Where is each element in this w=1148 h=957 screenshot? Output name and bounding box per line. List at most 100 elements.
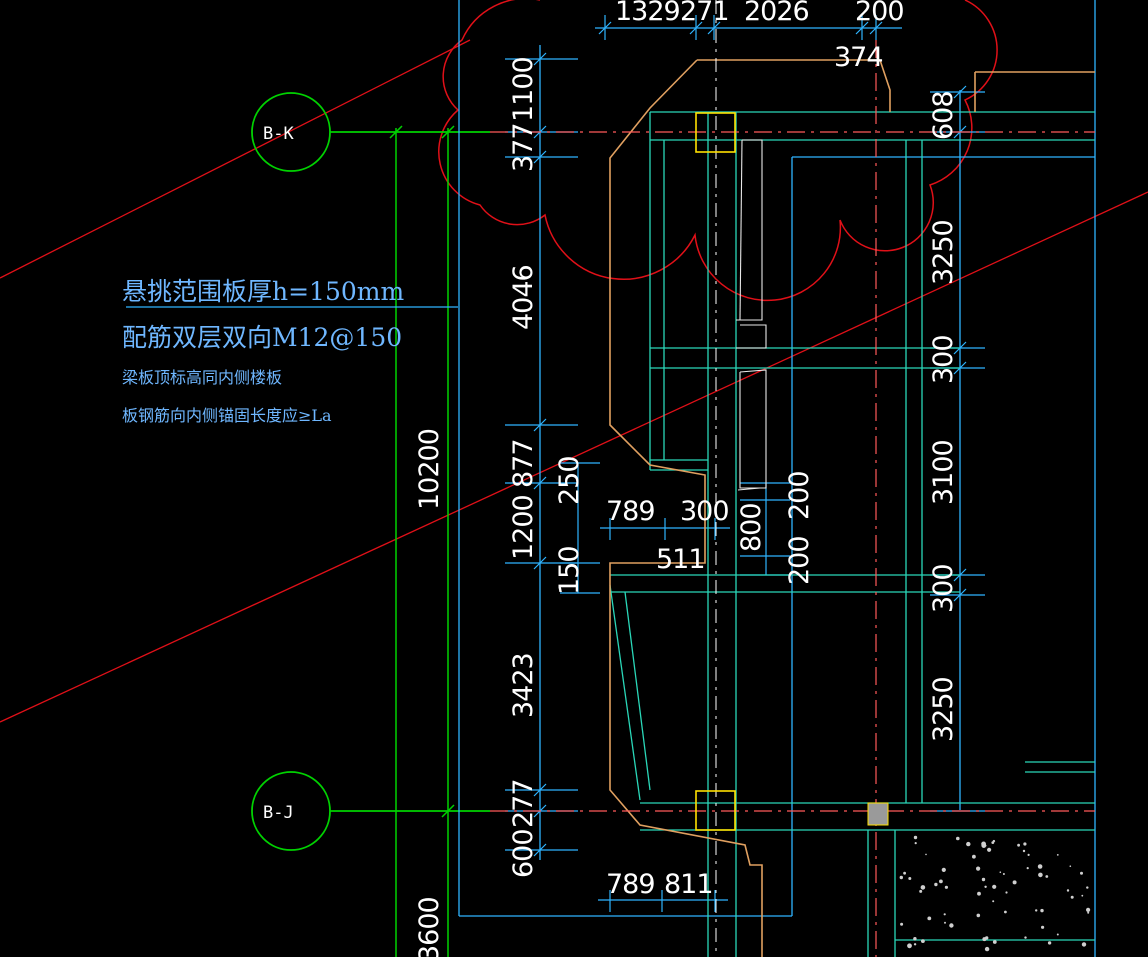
hatch-dot bbox=[977, 891, 981, 896]
dim-inner-200a: 200 bbox=[784, 471, 815, 520]
hatch-dot bbox=[900, 922, 904, 926]
hatch-dot bbox=[972, 854, 976, 859]
hatch-dot bbox=[981, 877, 986, 882]
structure-lines bbox=[609, 111, 1095, 957]
hatch-dot bbox=[984, 885, 987, 888]
hatch-dot bbox=[976, 913, 981, 918]
hatch-dot bbox=[1070, 895, 1074, 899]
hatch-dot bbox=[1022, 849, 1026, 853]
hatch-dot bbox=[1027, 853, 1030, 857]
section-lines bbox=[0, 39, 1148, 723]
hatch-dot bbox=[1086, 886, 1089, 889]
dim-left-1: 1100 bbox=[508, 57, 539, 122]
axis-bj bbox=[251, 771, 490, 851]
hatch-dot bbox=[1038, 872, 1043, 878]
hatch-dot bbox=[1012, 880, 1017, 885]
hatch-dot bbox=[991, 841, 995, 844]
dim-left-2: 377 bbox=[508, 123, 539, 172]
dim-left-bottom: 3600 bbox=[414, 897, 445, 957]
dim-mid-300: 300 bbox=[680, 496, 729, 527]
hatch-dot bbox=[1004, 910, 1007, 914]
hatch-dot bbox=[1037, 864, 1043, 869]
hatch-dot bbox=[1026, 867, 1029, 870]
hatch-dot bbox=[987, 847, 992, 852]
hatch-dot bbox=[1005, 891, 1008, 894]
hatch-dot bbox=[984, 946, 990, 952]
dim-mid-150: 150 bbox=[554, 546, 585, 595]
dim-top-extra: 374 bbox=[834, 42, 883, 73]
hatch-dot bbox=[903, 871, 906, 875]
hatch-dot bbox=[982, 937, 987, 942]
dim-inner-200b: 200 bbox=[784, 536, 815, 585]
hatch-dot bbox=[976, 866, 981, 871]
revision-cloud bbox=[438, 0, 998, 302]
dim-left-7: 277 bbox=[508, 779, 539, 828]
dim-top-3: 2026 bbox=[744, 0, 809, 27]
building-outline bbox=[458, 0, 1096, 957]
hatch-dot bbox=[1081, 894, 1084, 897]
dim-left-4: 877 bbox=[508, 439, 539, 488]
hatch-dot bbox=[921, 939, 925, 943]
hatch-dot bbox=[913, 835, 918, 840]
dim-inner-800: 800 bbox=[736, 503, 767, 552]
hatch-dot bbox=[899, 875, 903, 880]
dim-right-1: 608 bbox=[928, 91, 959, 140]
hatch-dot bbox=[1041, 925, 1045, 929]
concrete-hatch bbox=[899, 835, 1091, 952]
note-anchorage: 板钢筋向内侧锚固长度应≥La bbox=[122, 406, 332, 425]
hatch-dot bbox=[1040, 908, 1044, 913]
inner-profile bbox=[736, 139, 767, 491]
hatch-dot bbox=[908, 877, 912, 880]
hatch-dot bbox=[939, 879, 943, 884]
hatch-dot bbox=[913, 937, 917, 941]
hatch-dot bbox=[992, 940, 997, 944]
hatch-dot bbox=[1024, 936, 1027, 939]
dim-bottom-811: 811 bbox=[664, 869, 713, 900]
hatch-dot bbox=[913, 943, 917, 946]
hatch-dot bbox=[1002, 873, 1005, 875]
hatch-dot bbox=[1035, 909, 1038, 912]
column-bk bbox=[695, 112, 736, 153]
hatch-dot bbox=[956, 836, 960, 841]
column-bj bbox=[695, 790, 736, 831]
dim-mid-511: 511 bbox=[656, 544, 705, 575]
hatch-dot bbox=[1086, 907, 1091, 913]
hatch-dot bbox=[1069, 865, 1072, 867]
dim-top-4: 200 bbox=[855, 0, 904, 27]
hatch-dot bbox=[934, 882, 938, 887]
dim-left-6: 3423 bbox=[508, 653, 539, 718]
dim-left-3: 4046 bbox=[508, 265, 539, 330]
hatch-dot bbox=[1080, 871, 1083, 875]
dim-top-2: 271 bbox=[680, 0, 729, 27]
axis-label-bk: B-K bbox=[263, 124, 294, 144]
hatch-dot bbox=[1045, 875, 1049, 878]
note-slab-thickness: 悬挑范围板厚h=150mm bbox=[122, 277, 405, 306]
dim-mid-789: 789 bbox=[606, 496, 655, 527]
overall-dim-line bbox=[389, 125, 455, 957]
hatch-dot bbox=[949, 923, 954, 928]
dimension-texts: 1329 271 2026 200 374 1100 377 4046 877 … bbox=[414, 0, 959, 957]
note-reinforcement: 配筋双层双向M12@150 bbox=[122, 323, 403, 352]
axis-bk bbox=[251, 92, 490, 172]
dim-left-5: 1200 bbox=[508, 495, 539, 560]
hatch-dot bbox=[944, 885, 949, 889]
hatch-dot bbox=[999, 871, 1002, 873]
hatch-dot bbox=[944, 921, 946, 924]
hatch-dot bbox=[907, 943, 912, 949]
small-post bbox=[867, 802, 889, 826]
hatch-dot bbox=[1023, 842, 1027, 846]
top-dim-ticks bbox=[595, 15, 902, 40]
dim-right-4: 3100 bbox=[928, 440, 959, 505]
hatch-dot bbox=[1056, 854, 1059, 856]
hatch-dot bbox=[992, 900, 995, 903]
dim-left-8: 600 bbox=[508, 829, 539, 878]
hatch-dot bbox=[927, 916, 932, 921]
dim-overall: 10200 bbox=[414, 429, 445, 510]
hatch-dot bbox=[1017, 843, 1020, 847]
hatch-dot bbox=[992, 884, 997, 889]
hatch-dot bbox=[941, 867, 946, 873]
slab-outline bbox=[609, 59, 1095, 957]
hatch-dot bbox=[981, 841, 986, 847]
hatch-dot bbox=[919, 889, 923, 893]
